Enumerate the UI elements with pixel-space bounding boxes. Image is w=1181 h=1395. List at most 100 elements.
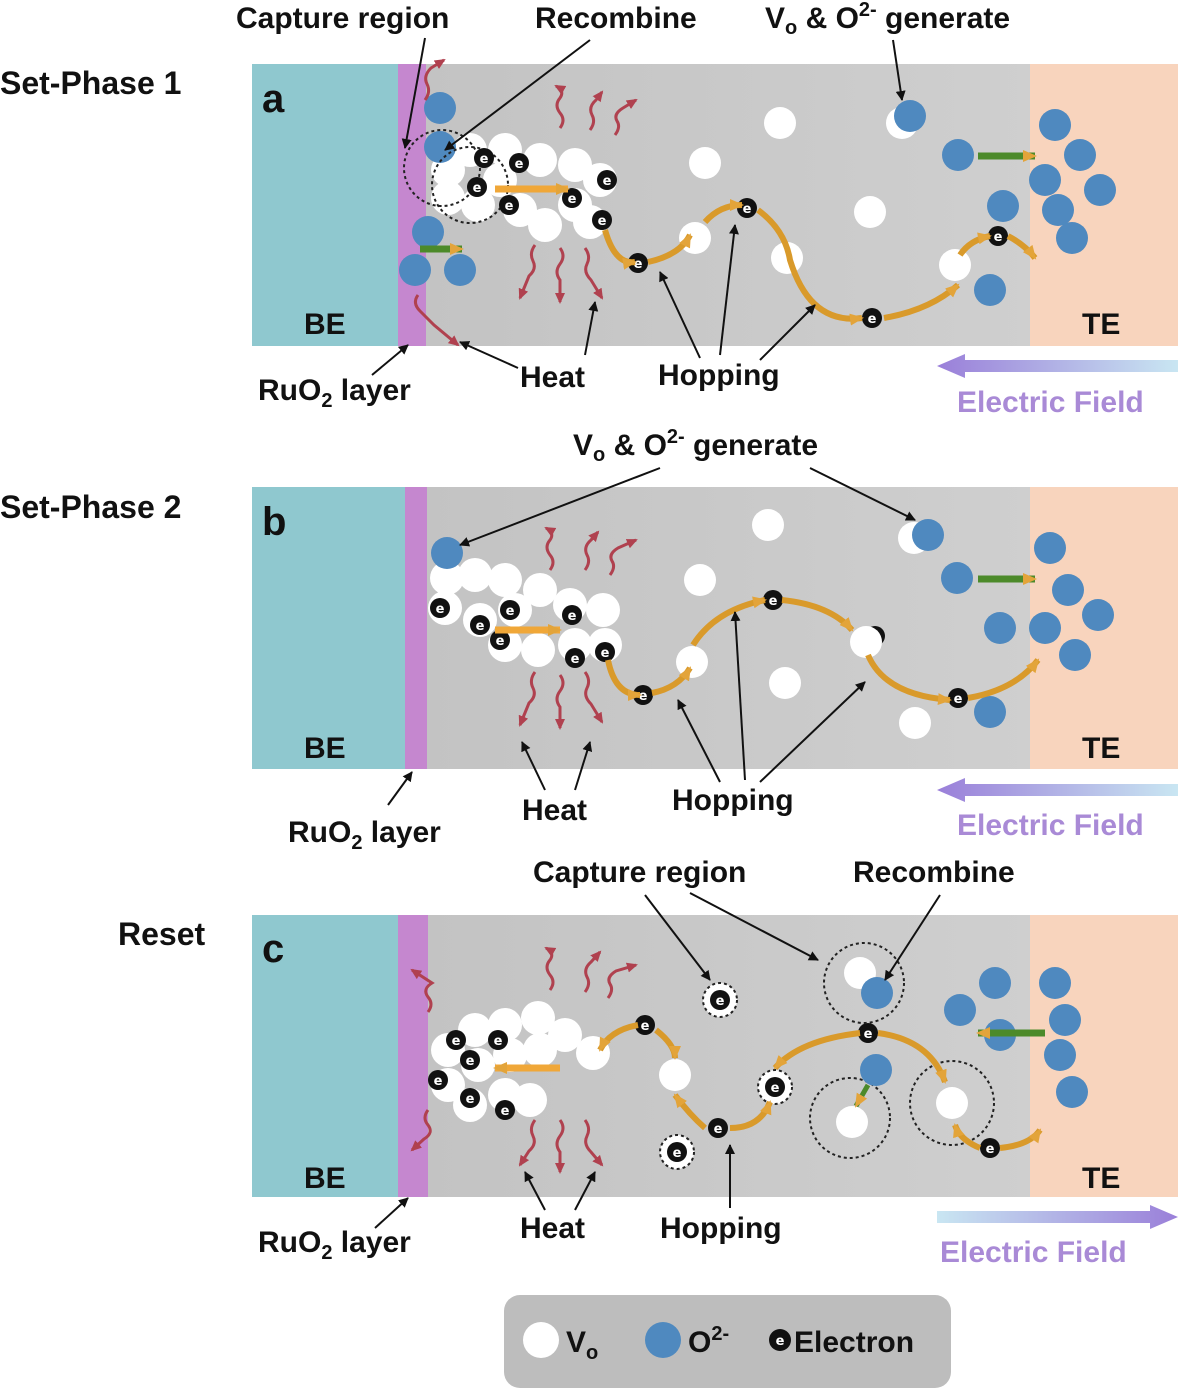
bottom-electrode [252,487,407,769]
ruo2-layer-label: RuO2 layer [288,816,441,854]
be-label: BE [304,1162,346,1195]
oxygen-ion-legend-label: O2- [688,1323,729,1359]
scattered-oxygen-ions [912,519,1114,728]
panel-letter: c [262,927,284,971]
panel-b: Set-Phase 2 b BE TE e e e e [0,426,1178,854]
svg-text:e: e [505,199,514,214]
scattered-oxygen-ions [944,967,1088,1108]
svg-text:e: e [868,312,877,327]
legend: Vo O2- e Electron [504,1295,951,1388]
electron-legend-symbol: e [776,1334,785,1349]
vo-generate-label: Vo & O2- generate [765,0,1010,39]
svg-text:e: e [506,604,515,619]
capture-region-circle [909,1060,995,1146]
electric-field-label: Electric Field [957,809,1144,842]
heat-icon [518,526,638,730]
heat-icon [410,946,638,1174]
svg-text:e: e [986,1142,995,1157]
ruo2-layer [398,915,428,1197]
svg-text:e: e [994,230,1003,245]
svg-text:e: e [436,602,445,617]
recombine-label: Recombine [853,856,1015,889]
svg-text:e: e [634,257,643,272]
hopping-arrows [597,1022,1043,1151]
heat-label: Heat [520,1212,585,1245]
legend-box [504,1295,951,1388]
heat-label: Heat [520,361,585,394]
vo-generate-label: Vo & O2- generate [573,426,818,466]
svg-text:e: e [476,619,485,634]
te-label: TE [1082,1162,1120,1195]
panel-a: Set-Phase 1 a BE TE [0,0,1178,419]
svg-text:e: e [598,214,607,229]
capture-region-label: Capture region [236,2,449,35]
svg-text:e: e [466,1054,475,1069]
ruo2-layer-label: RuO2 layer [258,374,411,412]
be-label: BE [304,308,346,341]
bottom-electrode [252,64,400,346]
phase-label: Set-Phase 2 [0,489,181,525]
hopping-label: Hopping [658,359,780,392]
svg-text:e: e [864,1027,873,1042]
electron-legend-icon [769,1329,791,1351]
svg-text:e: e [466,1092,475,1107]
svg-text:e: e [568,609,577,624]
heat-icon [413,58,638,347]
scattered-vacancies [679,107,971,281]
electric-field-arrow [937,354,1178,378]
svg-text:e: e [494,1034,503,1049]
vacancy-legend-icon [523,1322,559,1358]
svg-text:e: e [954,692,963,707]
panel-letter: b [262,500,286,544]
oxygen-ions [399,92,476,286]
vacancy-cluster [428,558,622,667]
svg-text:e: e [480,152,489,167]
be-label: BE [304,732,346,765]
svg-text:e: e [714,1122,723,1137]
hopping-label: Hopping [672,784,794,817]
svg-text:e: e [496,634,505,649]
svg-text:e: e [434,1074,443,1089]
electric-field-arrow [937,1205,1178,1229]
svg-text:e: e [568,192,577,207]
svg-text:e: e [641,1019,650,1034]
svg-text:e: e [515,157,524,172]
svg-text:e: e [673,1146,682,1161]
captured-electron: e e e [659,982,793,1170]
recombine-label: Recombine [535,2,697,35]
hopping-label: Hopping [660,1212,782,1245]
capture-region-circle [403,129,481,207]
vacancy-legend-label: Vo [566,1326,598,1364]
ruo2-layer [405,487,427,769]
svg-text:e: e [571,652,580,667]
svg-text:e: e [771,1081,780,1096]
electric-field-label: Electric Field [940,1236,1127,1269]
vacancy-cluster [431,1001,691,1122]
svg-text:e: e [639,689,648,704]
bottom-electrode [252,915,400,1197]
phase-label: Set-Phase 1 [0,65,181,101]
electron-legend-label: Electron [794,1326,914,1359]
electric-field-arrow [937,778,1178,802]
panel-letter: a [262,77,285,121]
svg-text:e: e [769,594,778,609]
svg-text:e: e [601,646,610,661]
heat-label: Heat [522,794,587,827]
hopping-arrows [605,596,1041,706]
electron: e e e e e e e e e e [428,1015,1000,1158]
oxygen-ion [431,537,463,569]
panel-c: Reset c BE TE e e e e e [118,856,1178,1269]
svg-text:e: e [501,1104,510,1119]
phase-label: Reset [118,916,206,952]
scattered-vacancies [676,509,931,739]
svg-text:e: e [603,174,612,189]
ruo2-layer-label: RuO2 layer [258,1226,411,1264]
capture-region-circle [431,146,509,224]
capture-region-circle [809,1077,891,1159]
svg-text:e: e [473,181,482,196]
scattered-oxygen-ions [894,100,1116,306]
capture-region-circle [823,942,905,1024]
electric-field-label: Electric Field [957,386,1144,419]
te-label: TE [1082,732,1120,765]
